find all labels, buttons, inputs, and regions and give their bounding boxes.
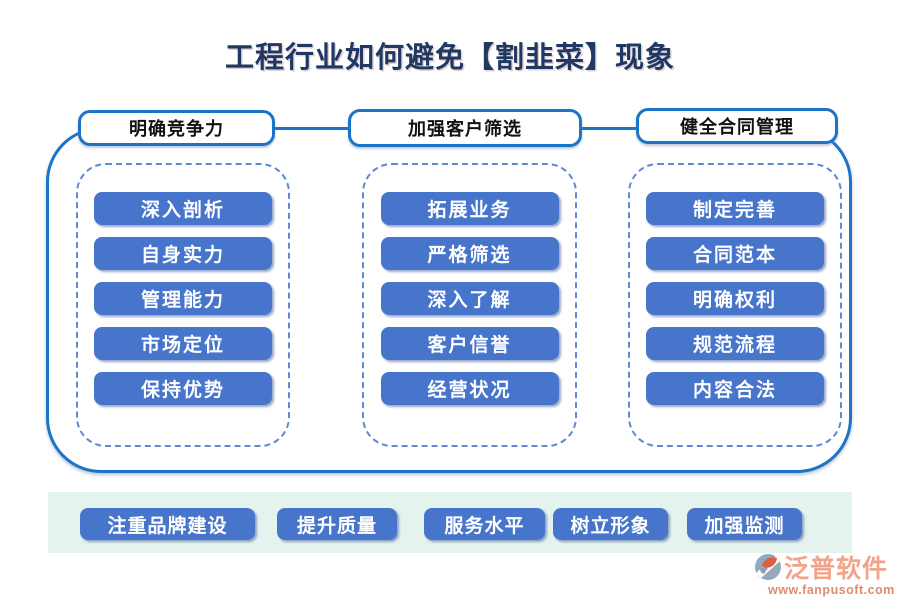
bottom-node: 加强监测	[687, 508, 802, 540]
column-header-label: 加强客户筛选	[408, 119, 522, 139]
column-header-label: 明确竞争力	[129, 119, 224, 139]
diagram-node: 内容合法	[646, 372, 824, 405]
diagram-node: 自身实力	[94, 237, 272, 270]
column-group-customer-screening: 拓展业务 严格筛选 深入了解 客户信誉 经营状况	[362, 163, 577, 447]
bottom-node: 提升质量	[277, 508, 397, 540]
diagram-node: 经营状况	[380, 372, 559, 405]
bottom-node: 树立形象	[553, 508, 668, 540]
brand-name: 泛普软件	[784, 556, 889, 583]
brand-url: www.fanpusoft.com	[768, 583, 895, 597]
bottom-node: 服务水平	[424, 508, 545, 540]
diagram-node: 明确权利	[646, 282, 824, 315]
diagram-node: 拓展业务	[380, 192, 559, 225]
diagram-node: 客户信誉	[380, 327, 559, 360]
diagram-node: 保持优势	[94, 372, 272, 405]
column-group-competitiveness: 深入剖析 自身实力 管理能力 市场定位 保持优势	[76, 163, 290, 447]
diagram-node: 深入了解	[380, 282, 559, 315]
column-header-competitiveness: 明确竞争力	[78, 110, 275, 146]
diagram-node: 严格筛选	[380, 237, 559, 270]
column-header-label: 健全合同管理	[680, 117, 794, 137]
column-header-customer-screening: 加强客户筛选	[348, 109, 582, 147]
diagram-node: 制定完善	[646, 192, 824, 225]
diagram-node: 规范流程	[646, 327, 824, 360]
column-group-contract-management: 制定完善 合同范本 明确权利 规范流程 内容合法	[628, 163, 842, 447]
column-header-contract-management: 健全合同管理	[636, 108, 838, 144]
page-title: 工程行业如何避免【割韭菜】现象	[224, 42, 675, 74]
diagram-node: 市场定位	[94, 327, 272, 360]
diagram-node: 深入剖析	[94, 192, 272, 225]
fanpu-logo-icon	[754, 553, 782, 581]
bottom-node: 注重品牌建设	[80, 508, 255, 540]
bottom-strip: 注重品牌建设 提升质量 服务水平 树立形象 加强监测	[48, 492, 852, 553]
vendor-watermark: 泛普软件 www.fanpusoft.com	[754, 549, 896, 597]
diagram-node: 管理能力	[94, 282, 272, 315]
diagram-node: 合同范本	[646, 237, 824, 270]
